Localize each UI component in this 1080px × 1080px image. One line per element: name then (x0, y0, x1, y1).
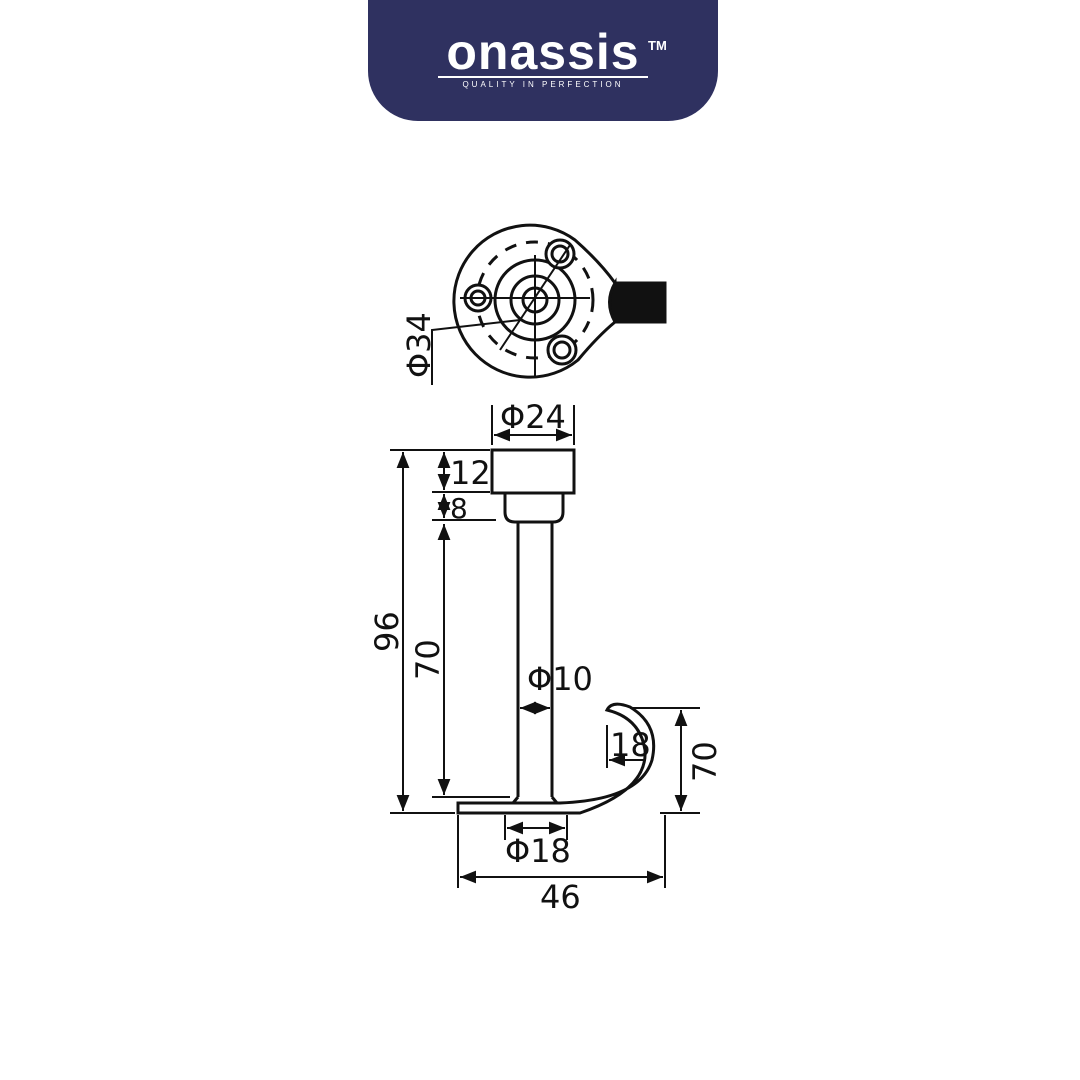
brand-banner: onassis TM QUALITY IN PERFECTION (368, 0, 718, 121)
dim-cap-height: 12 (450, 454, 491, 492)
dim-total-height: 96 (368, 611, 406, 652)
logo-underline (438, 76, 648, 78)
top-view (431, 223, 667, 385)
dim-hook-depth: 18 (610, 726, 651, 764)
dim-foot-diameter: Φ18 (505, 832, 571, 870)
side-view (390, 405, 700, 888)
brand-logo: onassis (446, 24, 640, 80)
dim-shaft-length: 70 (409, 639, 447, 680)
dim-shaft-diameter: Φ10 (527, 660, 593, 698)
dim-total-width: 46 (540, 878, 581, 916)
dim-base-diameter: Φ34 (400, 312, 438, 378)
dim-neck-height: 8 (450, 492, 468, 525)
trademark: TM (648, 38, 667, 53)
tagline: QUALITY IN PERFECTION (462, 80, 624, 89)
dim-cap-diameter: Φ24 (500, 398, 566, 436)
dim-hook-height: 70 (686, 741, 724, 782)
